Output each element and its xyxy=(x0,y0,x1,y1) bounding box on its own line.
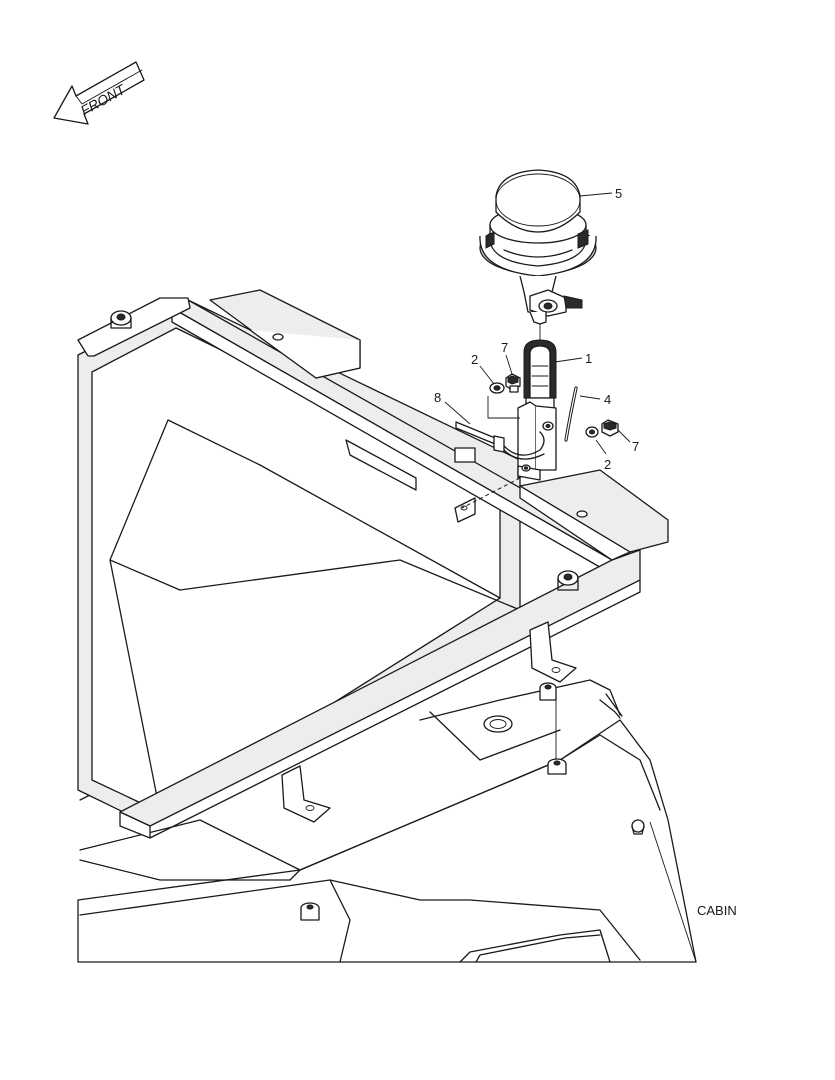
front-arrow: FRONT xyxy=(53,61,145,125)
mounting-frame xyxy=(77,289,669,839)
callout-8: 8 xyxy=(434,390,441,405)
callout-2-left: 2 xyxy=(471,352,478,367)
callout-2-right: 2 xyxy=(604,457,611,472)
washer-right xyxy=(585,426,599,438)
cabin-label: CABIN xyxy=(697,903,737,918)
callout-5: 5 xyxy=(615,186,622,201)
wire-harness xyxy=(564,386,578,442)
cable-tie xyxy=(455,421,545,460)
washer-left xyxy=(489,382,505,394)
bolt-right xyxy=(601,419,619,437)
callout-4: 4 xyxy=(604,392,611,407)
mounting-stud xyxy=(300,682,567,921)
l-bracket-right xyxy=(529,621,577,683)
callout-7-right: 7 xyxy=(632,439,639,454)
beacon-lamp xyxy=(479,169,597,325)
bolt-left xyxy=(505,373,521,393)
callout-1: 1 xyxy=(585,351,592,366)
callout-7-left: 7 xyxy=(501,340,508,355)
l-bracket-left xyxy=(281,765,331,823)
pole-mount xyxy=(517,339,557,481)
cabin-body xyxy=(77,679,697,963)
